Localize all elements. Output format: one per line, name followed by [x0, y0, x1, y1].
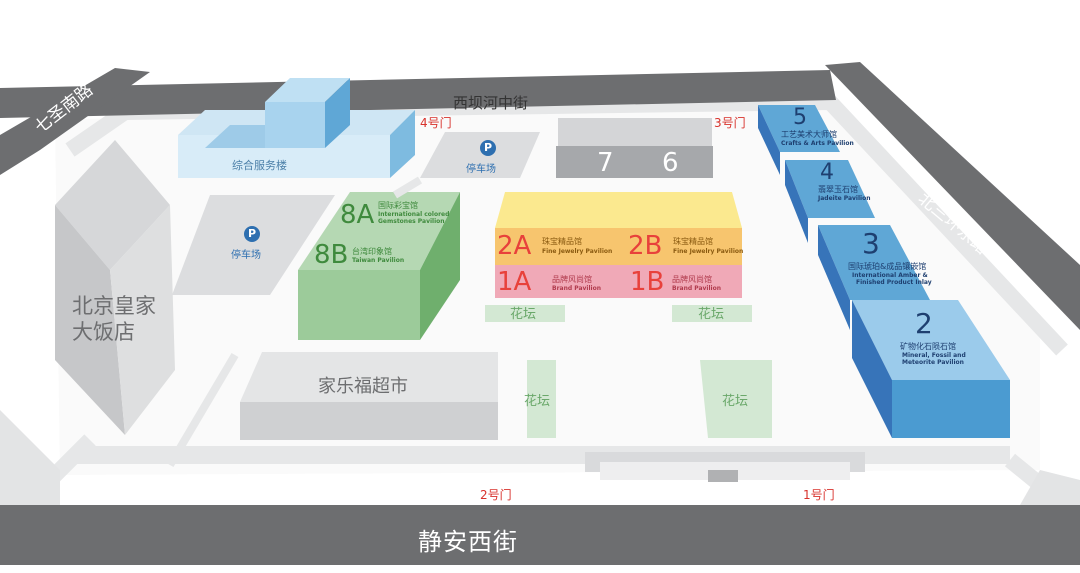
gate-4: 4号门 [420, 116, 452, 130]
hall-8-side [420, 192, 460, 340]
garden-label: 花坛 [510, 307, 537, 322]
north-road [0, 70, 836, 118]
hall-8-top [298, 192, 460, 270]
hall-4-side [785, 160, 808, 243]
hotel-label-2: 大饭店 [72, 320, 135, 344]
hall-4-number: 4 [820, 160, 834, 185]
parking-icon: P [244, 226, 260, 242]
hall-2b-number: 2B [628, 231, 663, 261]
hall-2b-en: Fine Jewelry Pavilion [673, 248, 744, 255]
lane-west [166, 352, 239, 468]
hall-5-side [758, 105, 780, 175]
gate-2: 2号门 [480, 488, 512, 502]
hall-1-front [495, 265, 742, 298]
hall-5-en: Crafts & Arts Pavilion [781, 140, 854, 147]
hotel-left [55, 205, 125, 435]
hall-1b-number: 1B [630, 267, 665, 297]
service-side [390, 110, 415, 178]
hall-2-front [495, 228, 742, 265]
hall-5-top [758, 105, 840, 152]
parking-icon: P [480, 140, 496, 156]
hall-3-cn: 国际琥珀&成品镶嵌馆 [848, 262, 927, 271]
hall-8b-cn: 台湾印象馆 [352, 247, 392, 256]
hall-76-front [556, 146, 713, 178]
tower-side [325, 78, 350, 148]
garden-bed-3 [527, 360, 556, 438]
hall-2b-cn: 珠宝精品馆 [673, 237, 713, 246]
hall-8a-number: 8A [340, 200, 375, 230]
gate-3: 3号门 [714, 116, 746, 130]
garden-bed-2 [672, 305, 752, 322]
road-north-label: 西坝河中街 [453, 94, 529, 112]
hall-4-top [785, 160, 875, 218]
hall-3-en2: Finished Product Inlay [856, 279, 932, 286]
hall-8-front [298, 270, 420, 340]
hall-8a-en2: Gemstones Pavilion [378, 218, 445, 225]
hall-8a-en1: International colored [378, 211, 450, 218]
hall-4-en: Jadeite Pavilion [818, 195, 871, 202]
garden-label: 花坛 [722, 394, 749, 409]
hall-2-number: 2 [915, 307, 933, 340]
lane-north [392, 176, 423, 199]
hall-2-cn: 矿物化石陨石馆 [900, 342, 956, 351]
hall-2-en2: Meteorite Pavilion [902, 359, 964, 366]
garden-bed-1 [485, 305, 565, 322]
hall-7-number: 7 [597, 148, 614, 178]
garden-label: 花坛 [524, 394, 551, 409]
hall-8b-number: 8B [314, 240, 349, 270]
hall-3-top [818, 225, 930, 300]
parking-north [420, 132, 540, 178]
road-south-label: 静安西街 [418, 528, 518, 556]
garden-label: 花坛 [698, 307, 725, 322]
hall-2-front-blue [892, 380, 1010, 438]
hall-76-top [558, 118, 712, 148]
service-building-label: 综合服务楼 [232, 159, 287, 172]
hall-5-cn: 工艺美术大师馆 [781, 130, 837, 139]
hotel-label-1: 北京皇家 [72, 294, 156, 318]
hall-1a-cn: 品牌风尚馆 [552, 275, 592, 284]
garden-bed-4 [700, 360, 772, 438]
gate-1: 1号门 [803, 488, 835, 502]
hall-2-en1: Mineral, Fossil and [902, 352, 966, 359]
hall-6-number: 6 [662, 148, 679, 178]
parking-west-label: 停车场 [231, 250, 261, 261]
hall-8b-en: Taiwan Pavilion [352, 257, 405, 264]
hall-3-en1: International Amber & [852, 272, 928, 279]
south-road [0, 505, 1080, 565]
hall-2-top [495, 192, 742, 228]
hotel-top [55, 140, 170, 270]
parking-north-label: 停车场 [466, 164, 496, 175]
hall-2a-en: Fine Jewelry Pavilion [542, 248, 613, 255]
hotel-right [110, 205, 175, 435]
gate1-post [708, 470, 738, 482]
hall-2a-cn: 珠宝精品馆 [542, 237, 582, 246]
hall-2-roof [852, 300, 1010, 380]
hall-2a-number: 2A [497, 231, 532, 261]
east-road [825, 62, 1080, 330]
supermarket-label: 家乐福超市 [318, 376, 408, 397]
service-wing [205, 125, 265, 148]
hall-2-side-blue [852, 300, 892, 438]
se-ramp [1020, 470, 1080, 505]
hall-8a-cn: 国际彩宝馆 [378, 201, 418, 210]
hall-4-cn: 翡翠玉石馆 [818, 185, 858, 194]
hall-3-side [818, 225, 850, 330]
hall-5-number: 5 [793, 105, 807, 130]
hall-1b-cn: 品牌风尚馆 [672, 275, 712, 284]
sw-ramp [0, 410, 60, 505]
hall-1a-number: 1A [497, 267, 532, 297]
parking-west [172, 195, 335, 295]
hall-3-number: 3 [862, 227, 880, 260]
supermarket-top [240, 352, 498, 402]
west-road [0, 68, 150, 175]
supermarket-front [240, 402, 498, 440]
hall-1b-en: Brand Pavilion [672, 285, 721, 292]
tower-front [265, 102, 325, 148]
tower-top [265, 78, 350, 102]
hall-1a-en: Brand Pavilion [552, 285, 601, 292]
